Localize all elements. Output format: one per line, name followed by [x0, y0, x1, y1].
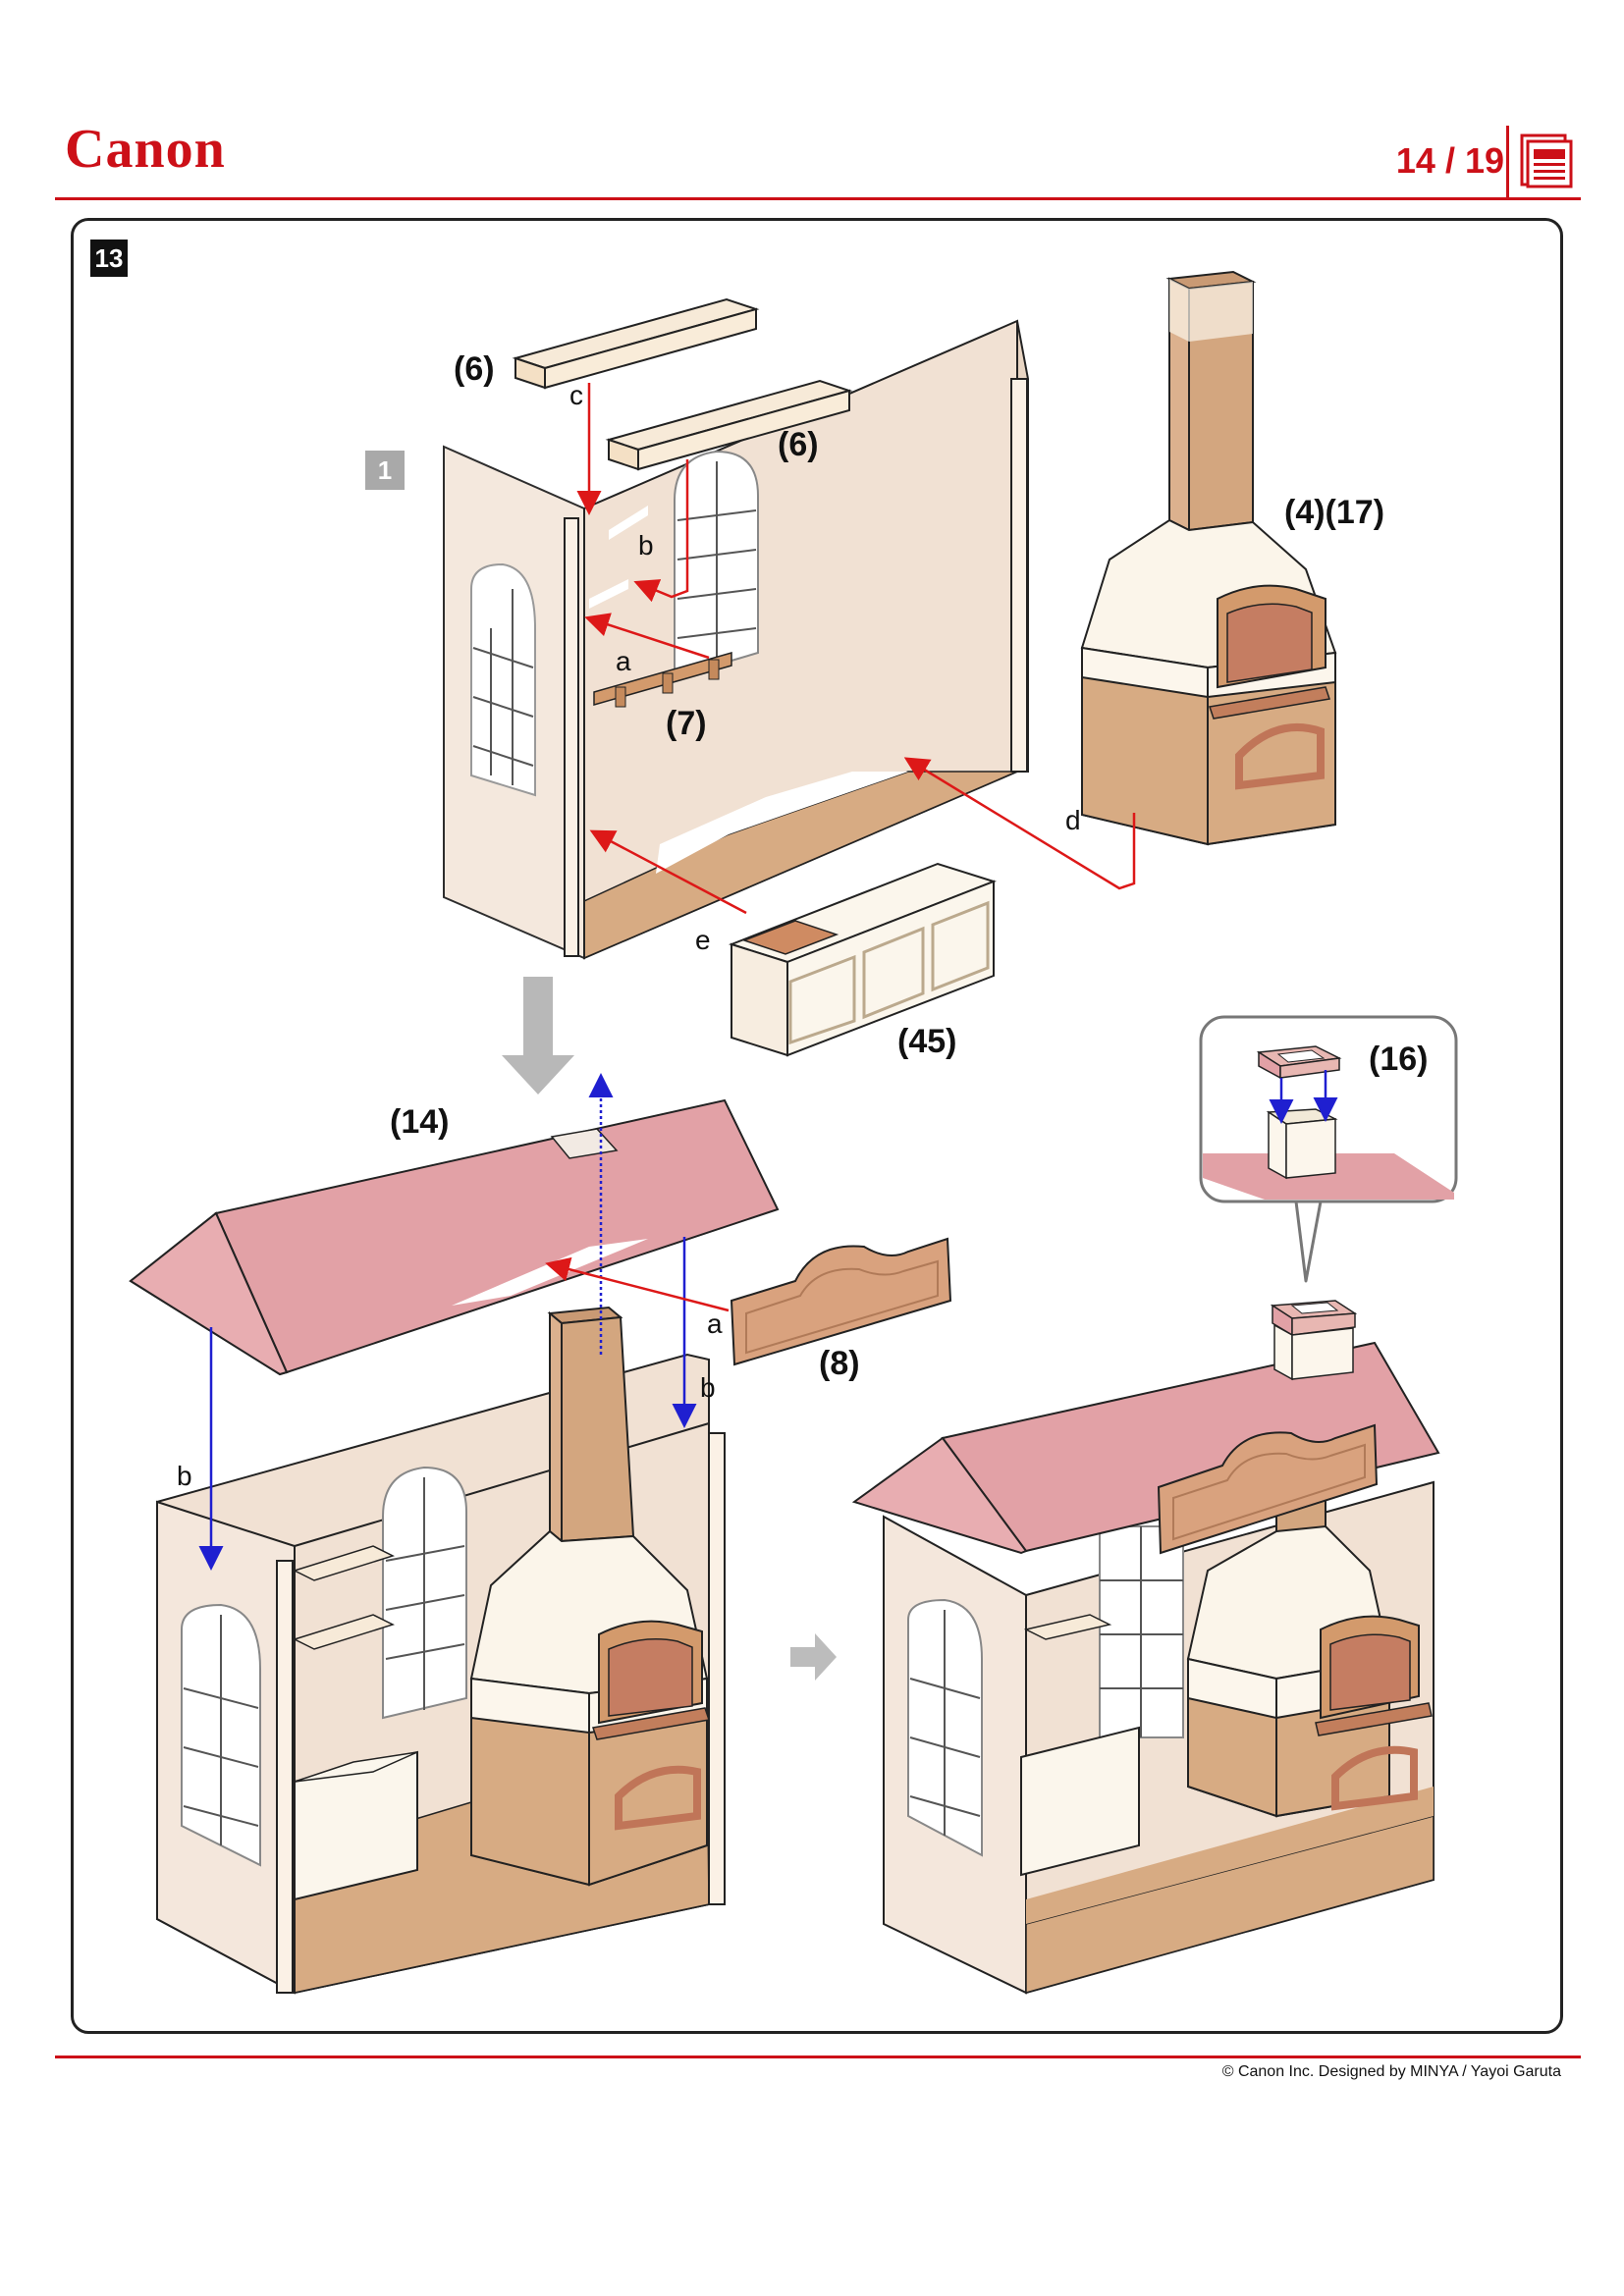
- label-chimney-cap: (16): [1369, 1041, 1429, 1078]
- copyright-text: © Canon Inc. Designed by MINYA / Yayoi G…: [1221, 2063, 1561, 2080]
- label-shelf-window: (6): [778, 426, 819, 463]
- letter-b-shelf: b: [638, 530, 654, 561]
- letter-e-counter: e: [695, 925, 711, 955]
- letter-c-shelf: c: [569, 380, 583, 410]
- header-rule: [55, 197, 1581, 200]
- room-lower-left: [156, 1306, 726, 1995]
- oven-upper: [1080, 270, 1337, 846]
- label-sign: (8): [819, 1345, 860, 1382]
- label-roof: (14): [390, 1103, 450, 1141]
- chimney-cap-inset: [1199, 1015, 1458, 1283]
- footer-rule: [55, 2056, 1581, 2058]
- finished-house: [851, 1300, 1440, 1995]
- label-shelf-top: (6): [454, 350, 495, 388]
- letter-d-oven: d: [1065, 805, 1081, 835]
- page-indicator: 14 / 19: [1395, 140, 1504, 181]
- roof-part: [129, 1098, 780, 1376]
- letter-a-hooks: a: [616, 646, 631, 676]
- sign-part: [730, 1237, 952, 1366]
- instruction-frame: [71, 218, 1563, 2034]
- header-separator: [1506, 126, 1509, 198]
- label-hooks: (7): [666, 705, 707, 742]
- step-number-badge: 13: [90, 240, 128, 277]
- canon-logo: Canon: [65, 119, 226, 180]
- right-arrow: [790, 1633, 837, 1681]
- letter-b-roof-left: b: [177, 1461, 192, 1491]
- substep-badge: 1: [365, 451, 405, 490]
- down-arrow: [502, 977, 574, 1095]
- shelf-window: [605, 379, 853, 471]
- counter: [728, 862, 998, 1057]
- shelf-top: [512, 297, 760, 390]
- document-icon[interactable]: [1520, 133, 1573, 188]
- label-oven: (4)(17): [1284, 494, 1385, 531]
- label-counter: (45): [897, 1023, 957, 1060]
- hooks: [593, 652, 732, 708]
- room-upper: [443, 319, 1029, 960]
- letter-b-roof-right: b: [700, 1372, 716, 1403]
- letter-a-sign: a: [707, 1308, 723, 1339]
